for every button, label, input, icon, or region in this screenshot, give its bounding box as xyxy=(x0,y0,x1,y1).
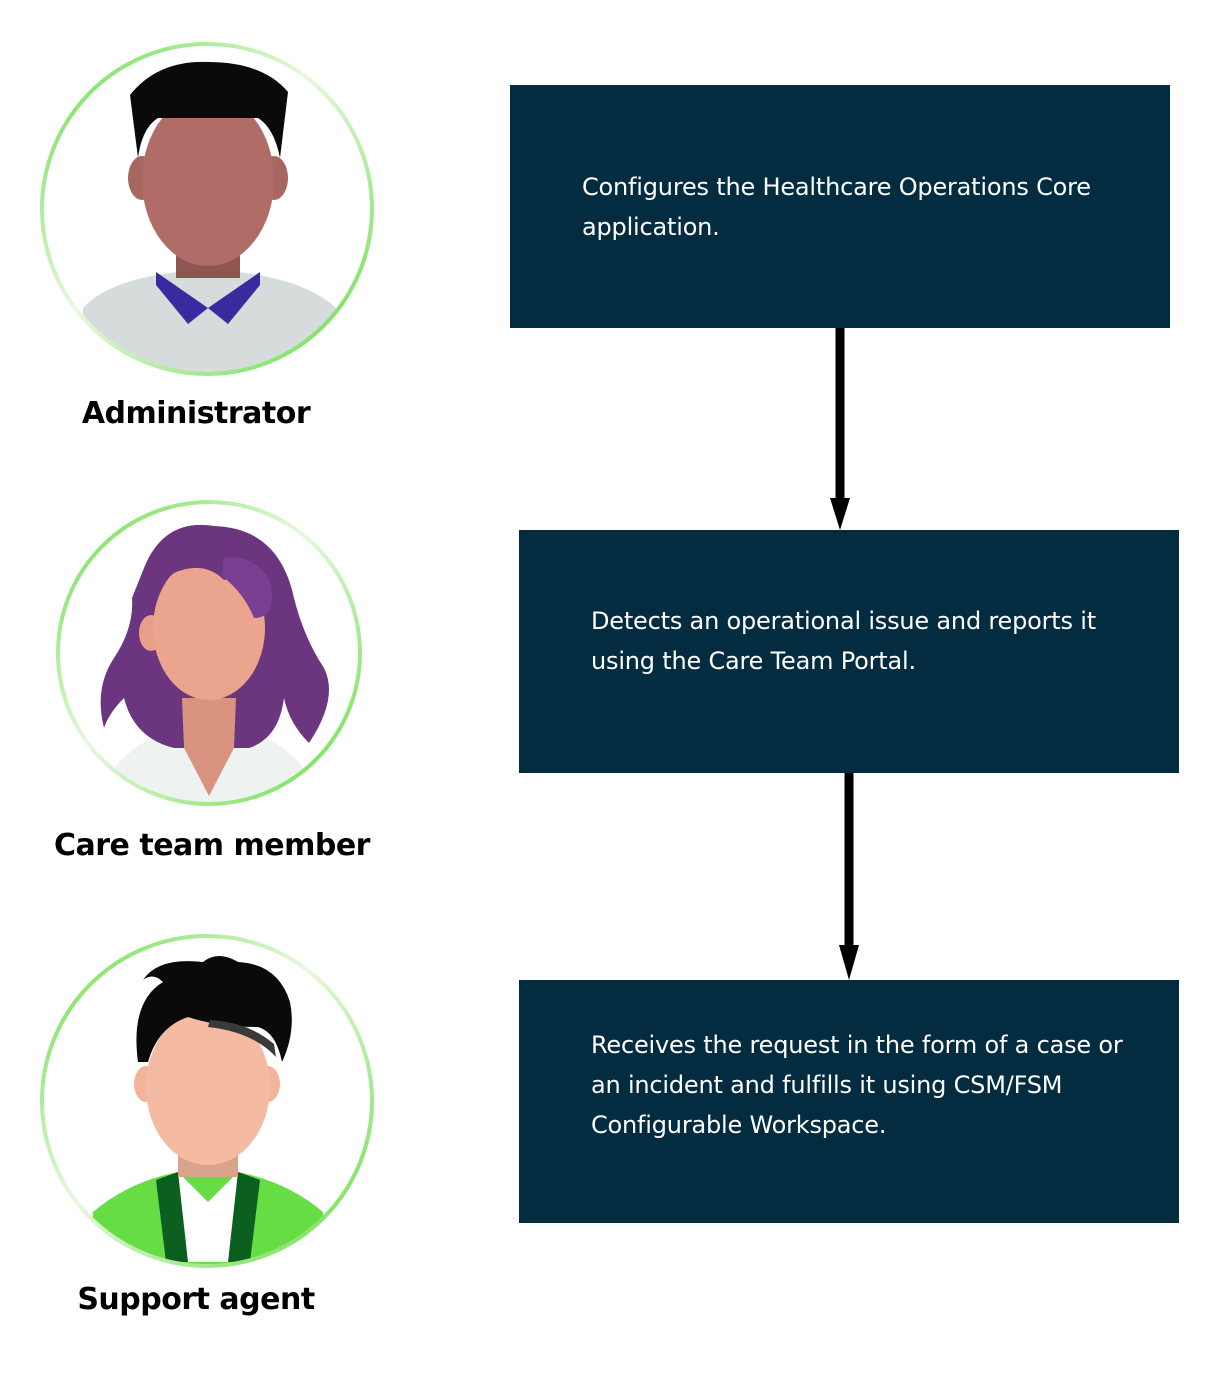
role-label-administrator: Administrator xyxy=(81,396,311,431)
flow-arrow-admin-to-care-team xyxy=(828,328,852,530)
step-box-care-team-member: Detects an operational issue and reports… xyxy=(519,530,1179,773)
role-label-care-team-member: Care team member xyxy=(54,828,370,863)
step-text-care-team-member: Detects an operational issue and reports… xyxy=(591,607,1096,675)
step-box-support-agent: Receives the request in the form of a ca… xyxy=(519,980,1179,1223)
administrator-avatar-icon xyxy=(38,40,376,378)
step-text-support-agent: Receives the request in the form of a ca… xyxy=(591,1031,1123,1139)
step-box-administrator: Configures the Healthcare Operations Cor… xyxy=(510,85,1170,328)
step-text-administrator: Configures the Healthcare Operations Cor… xyxy=(582,173,1091,241)
support-agent-avatar-icon xyxy=(38,932,376,1270)
flow-arrow-care-team-to-support-agent xyxy=(837,773,861,980)
role-label-support-agent: Support agent xyxy=(77,1282,315,1317)
care-team-member-avatar-icon xyxy=(54,498,364,808)
